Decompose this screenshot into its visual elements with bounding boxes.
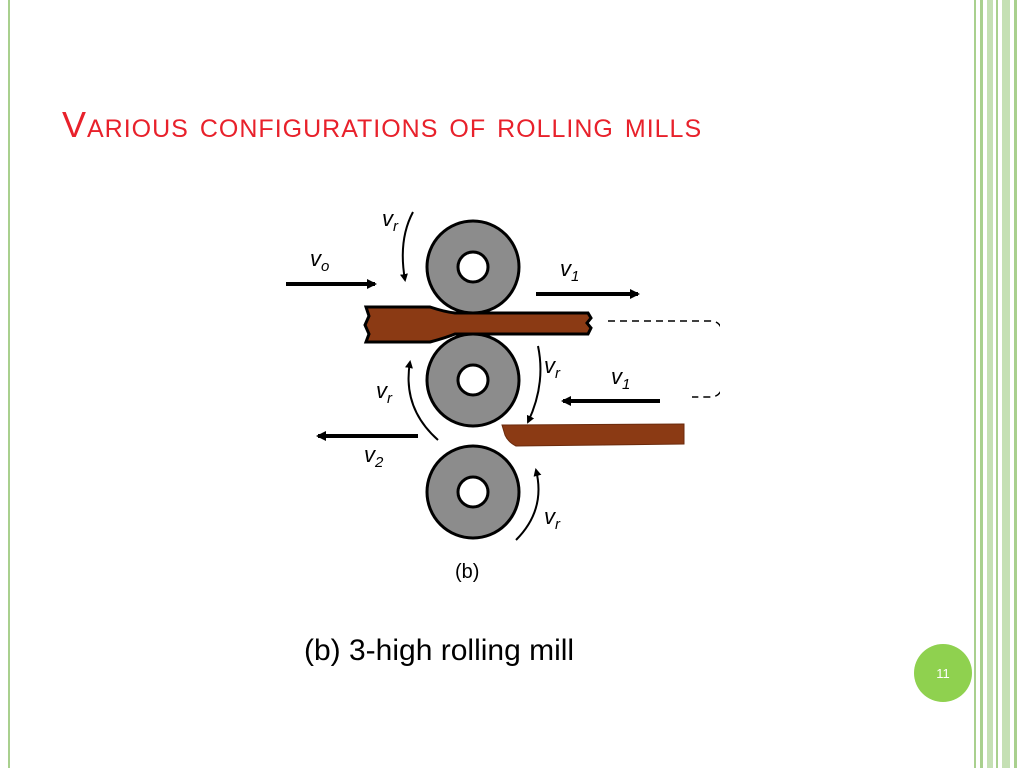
slide-frame bbox=[8, 0, 976, 768]
slide-title: Various configurations of rolling mills bbox=[62, 104, 703, 145]
label-vr-middle-right: vr bbox=[544, 353, 561, 382]
top-roll-rotation-arrow bbox=[400, 211, 414, 282]
label-vr-top: vr bbox=[382, 206, 399, 235]
figure-sublabel: (b) bbox=[455, 561, 479, 583]
bottom-roll-rotation-arrow bbox=[515, 468, 542, 541]
rolling-mill-diagram: vr vo v1 vr v1 vr v2 vr (b) bbox=[286, 206, 720, 583]
figure-caption: (b) 3-high rolling mill bbox=[304, 634, 575, 667]
label-vo: vo bbox=[310, 246, 329, 275]
upper-strip bbox=[363, 305, 593, 344]
label-vr-middle-left: vr bbox=[376, 378, 393, 407]
top-roll bbox=[425, 219, 521, 315]
side-stripes bbox=[978, 0, 1024, 768]
middle-roll-right-rotation-arrow bbox=[526, 345, 542, 424]
bottom-roll bbox=[425, 444, 521, 540]
middle-roll bbox=[425, 332, 521, 428]
label-v1-top: v1 bbox=[560, 256, 579, 285]
page-number-badge: 11 bbox=[914, 644, 972, 702]
lower-strip bbox=[501, 423, 685, 447]
label-v1-lower: v1 bbox=[611, 364, 630, 393]
label-vr-bottom: vr bbox=[544, 504, 561, 533]
page-number: 11 bbox=[936, 665, 950, 681]
middle-roll-left-rotation-arrow bbox=[405, 360, 439, 441]
label-v2: v2 bbox=[364, 442, 384, 471]
